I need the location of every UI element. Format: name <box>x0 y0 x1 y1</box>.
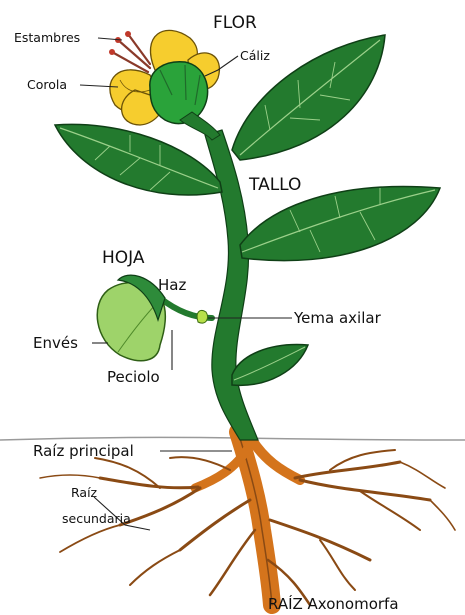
label-hoja: HOJA <box>102 248 145 268</box>
label-flor: FLOR <box>213 13 257 33</box>
label-yema-axilar: Yema axilar <box>293 309 382 327</box>
leaf-upper-left <box>55 124 222 195</box>
label-raiz-axonomorfa: RAÍZ Axonomorfa <box>268 594 399 613</box>
label-peciolo: Peciolo <box>107 368 160 386</box>
label-raiz-secundaria-2: secundaria <box>62 511 131 526</box>
label-enves: Envés <box>33 334 78 352</box>
label-corola: Corola <box>27 77 67 92</box>
calyx <box>150 62 208 124</box>
label-caliz: Cáliz <box>240 48 270 63</box>
label-tallo: TALLO <box>248 175 301 195</box>
axillary-bud <box>197 310 207 323</box>
flower <box>109 30 220 140</box>
label-raiz-secundaria-1: Raíz <box>71 485 98 500</box>
label-raiz-principal: Raíz principal <box>33 442 134 460</box>
leaf-lower-right <box>232 345 308 386</box>
label-estambres: Estambres <box>14 30 80 45</box>
secondary-root <box>295 462 400 478</box>
leaf-middle-right <box>240 187 440 261</box>
label-haz: Haz <box>158 276 186 294</box>
